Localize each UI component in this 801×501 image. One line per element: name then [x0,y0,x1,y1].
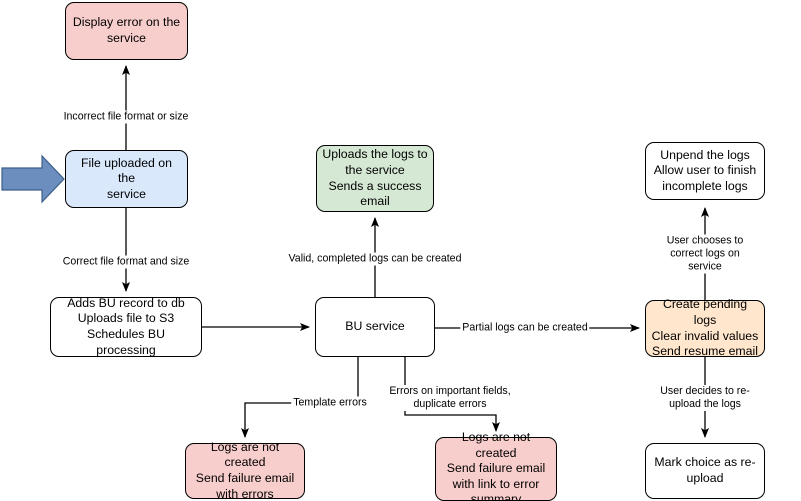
node-display-error[interactable]: Display error on the service [65,2,188,60]
edge-label-incorrect-file-format: Incorrect file format or size [61,110,191,124]
edge-label-template-errors: Template errors [291,396,369,410]
node-bu-service[interactable]: BU service [315,297,435,357]
node-adds-bu-record[interactable]: Adds BU record to db Uploads file to S3 … [50,296,202,357]
node-logs-not-created-error-summary[interactable]: Logs are not created Send failure email … [435,430,557,501]
edge-label-valid-completed-logs: Valid, completed logs can be created [286,252,464,266]
node-file-uploaded-on-service[interactable]: File uploaded on the service [65,150,188,208]
node-unpend-logs[interactable]: Unpend the logs Allow user to finish inc… [645,142,765,200]
entry-arrow-icon [1,154,65,204]
node-create-pending-logs[interactable]: Create pending logs Clear invalid values… [645,297,765,358]
node-uploads-logs-success[interactable]: Uploads the logs to the service Sends a … [316,145,434,212]
edge-label-partial-logs: Partial logs can be created [460,321,590,335]
edge-label-correct-file-format: Correct file format and size [60,255,192,269]
node-mark-choice-as-reupload[interactable]: Mark choice as re- upload [645,443,765,499]
edge-label-user-chooses-to-correct: User chooses to correct logs on service [657,234,753,274]
edge-label-user-decides-reupload: User decides to re-upload the logs [657,385,753,411]
edge-label-important-field-errors: Errors on important fields, duplicate er… [387,385,513,411]
node-logs-not-created-with-errors[interactable]: Logs are not created Send failure email … [185,440,305,501]
